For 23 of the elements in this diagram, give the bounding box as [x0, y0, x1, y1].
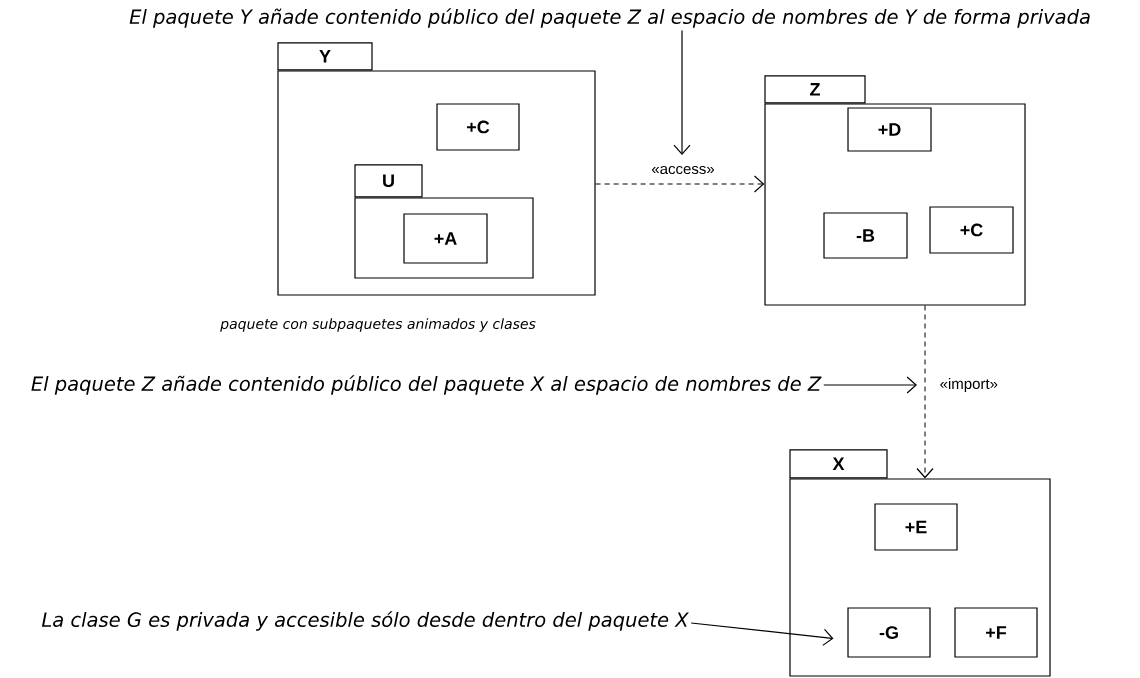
- arrow: [673, 29, 691, 155]
- node-label: Z: [810, 83, 820, 96]
- class-box: -B: [823, 212, 908, 259]
- class-box: +F: [954, 607, 1038, 658]
- arrow: [595, 175, 765, 193]
- edge-label: «access»: [650, 164, 716, 176]
- class-box: +E: [874, 503, 958, 551]
- class-box: +A: [403, 213, 488, 264]
- arrow: [690, 622, 834, 646]
- class-box: -G: [847, 607, 931, 658]
- caption-text: paquete con subpaquetes animados y clases: [220, 318, 536, 332]
- note-text: El paquete Z añade contenido público del paquete X al espacio de nombres de Z: [31, 375, 822, 395]
- class-box: +C: [929, 206, 1014, 254]
- class-box: +C: [436, 103, 520, 151]
- class-box: +D: [847, 107, 932, 152]
- arrow: [823, 376, 917, 394]
- node-label: U: [383, 174, 394, 188]
- note-text: La clase G es privada y accesible sólo desde dentro del paquete X: [41, 611, 689, 631]
- node-label: Y: [319, 50, 331, 63]
- arrow: [916, 305, 934, 479]
- node-label: X: [832, 457, 845, 470]
- edge-label: «import»: [938, 377, 999, 393]
- note-text: El paquete Y añade contenido público del paquete Z al espacio de nombres de Y de forma privada: [129, 8, 1090, 28]
